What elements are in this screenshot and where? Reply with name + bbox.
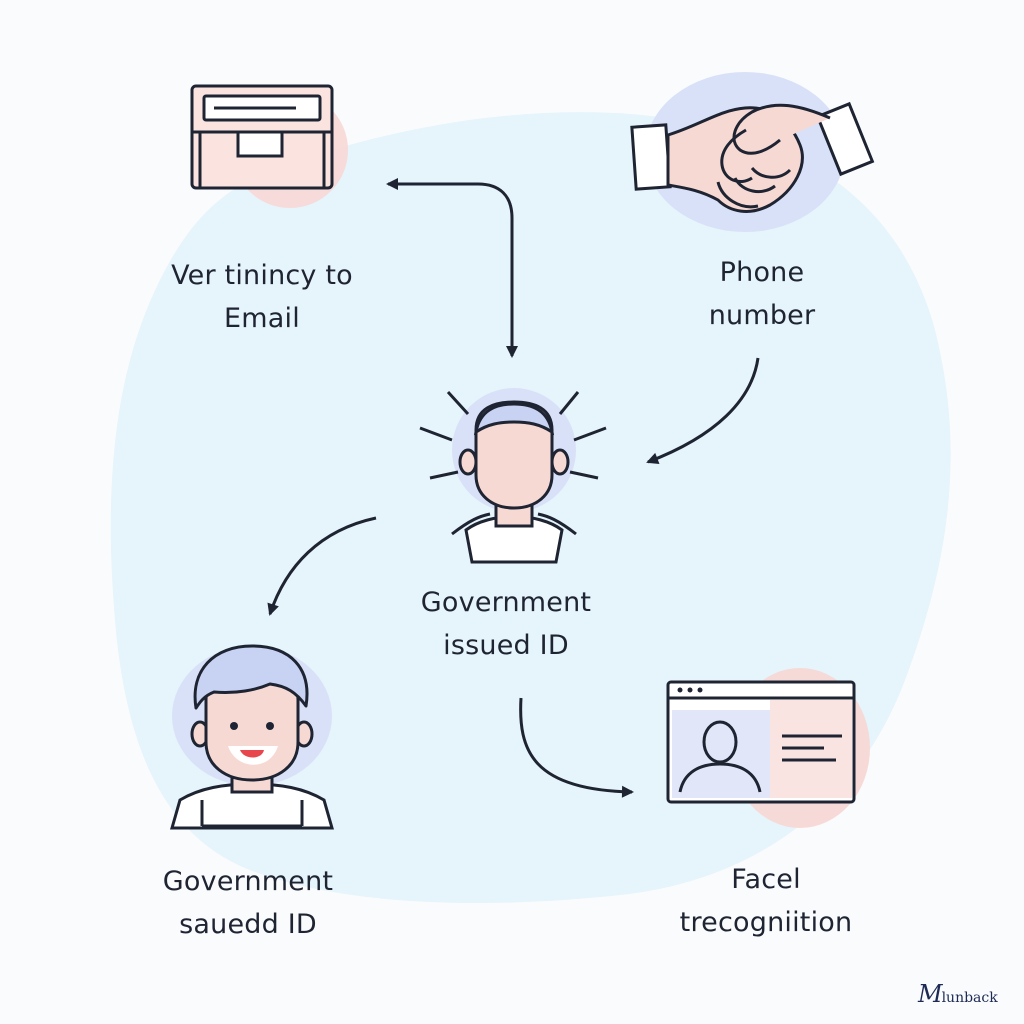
phone-label-line1: Phone [719,257,805,288]
arrows [267,178,760,798]
facial-label-line2: trecogniition [679,907,853,938]
government-id-left-label: Government sauedd ID [98,860,398,946]
person-avatar-icon [419,388,607,564]
watermark-mark: M [918,980,943,1008]
government-id-left-line1: Government [162,866,334,897]
phone-label: Phone number [612,251,912,337]
government-id-left-line2: sauedd ID [179,909,317,940]
arrow-center-to-facial [519,697,634,798]
arrow-email-to-center [386,178,518,358]
watermark-text: lunback [941,990,998,1006]
id-card-window-icon [666,668,870,828]
email-window-icon [190,84,348,208]
government-id-center-line1: Government [420,587,592,618]
government-id-center-label: Government issued ID [356,581,656,667]
email-label-line1: Ver tinincy to [171,260,353,291]
government-id-center-line2: issued ID [443,630,569,661]
handshake-icon [630,72,875,232]
phone-label-line2: number [708,300,816,331]
watermark-logo: Mlunback [918,980,998,1008]
email-label: Ver tinincy to Email [112,254,412,340]
smiling-person-icon [170,644,334,830]
facial-label-line1: Facel [731,864,801,895]
arrow-center-to-left [267,516,377,616]
facial-recognition-label: Facel trecogniition [616,858,916,944]
arrow-phone-to-center [646,357,760,465]
email-label-line2: Email [224,303,300,334]
